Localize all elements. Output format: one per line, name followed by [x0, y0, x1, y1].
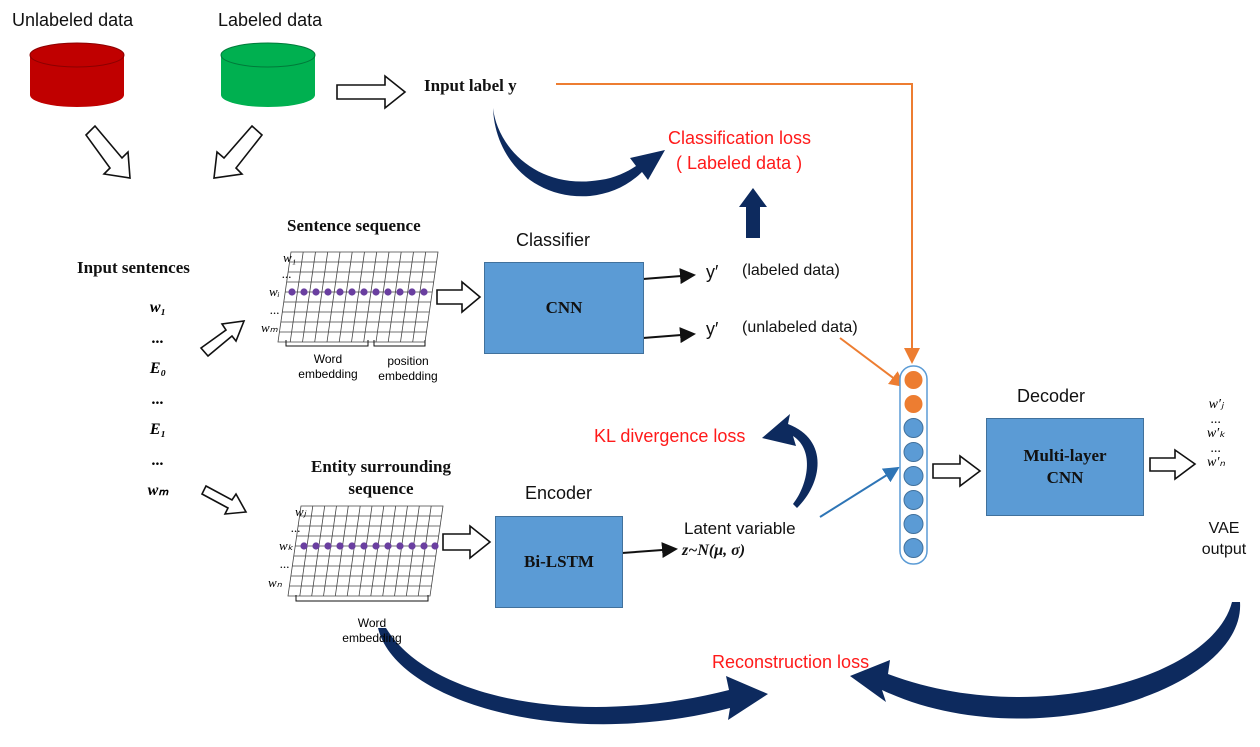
- output-arrows: [621, 268, 696, 559]
- sentence-sequence-grid: [277, 251, 439, 343]
- input-item: ...: [152, 390, 164, 408]
- latent-to-column-line: [819, 466, 900, 518]
- entity-row-label: ...: [291, 520, 301, 535]
- label-to-latent-line: [556, 83, 920, 388]
- bilstm-box: Bi-LSTM: [495, 516, 623, 608]
- vae-output-list: w′ⱼ ... w′ₖ ... w′ₙ: [1196, 397, 1236, 471]
- vae-output-item: w′ₖ: [1206, 426, 1226, 441]
- entity-row-label: wⱼ: [295, 504, 306, 519]
- latent-vector-column: [899, 365, 928, 565]
- vae-output-label: VAE output: [1201, 520, 1247, 558]
- input-item: ...: [152, 329, 164, 347]
- sentence-to-cnn-arrow: [436, 280, 482, 314]
- kl-loss-label: KL divergence loss: [594, 426, 746, 446]
- entity-word-embedding-label: Word embedding: [342, 616, 402, 645]
- sentence-sequence-title: Sentence sequence: [287, 216, 421, 235]
- multilayer-cnn-box: Multi-layer CNN: [986, 418, 1144, 516]
- unlabeled-data-title: Unlabeled data: [12, 10, 134, 30]
- vae-output-item: w′ⱼ: [1208, 397, 1224, 412]
- hollow-arrows: [84, 74, 1197, 560]
- y-labeled-desc: (labeled data): [742, 262, 840, 279]
- bilstm-box-label: Bi-LSTM: [524, 552, 594, 571]
- sentence-row-label: ...: [270, 302, 280, 317]
- entity-to-bilstm-arrow: [442, 524, 492, 560]
- vae-output-item: ...: [1210, 440, 1222, 456]
- latent-formula: z~N(μ, σ): [682, 542, 746, 559]
- entity-sequence-title: Entity surrounding sequence: [311, 457, 451, 498]
- input-item: E₀: [149, 360, 167, 377]
- classifier-label: Classifier: [516, 230, 591, 250]
- y-unlabeled-desc: (unlabeled data): [742, 319, 858, 336]
- encoder-label: Encoder: [525, 483, 593, 503]
- input-item: wₘ: [147, 482, 169, 499]
- input-item: w₁: [149, 299, 167, 316]
- sentence-row-label: w₁: [283, 250, 297, 265]
- labeled-down-arrow: [213, 124, 264, 179]
- cnn-box-label: CNN: [545, 298, 583, 317]
- input-sentences-title: Input sentences: [77, 258, 190, 277]
- y-labeled: y′: [706, 262, 719, 282]
- reconstruction-left-curve-arrow: [378, 628, 768, 725]
- input-to-sentence-arrow: [199, 320, 246, 358]
- entity-row-label: wₖ: [279, 538, 294, 553]
- input-to-entity-arrow: [200, 484, 248, 515]
- reconstruction-right-curve-arrow: [850, 602, 1241, 719]
- input-sentences-list: w₁ ... E₀ ... E₁ ... wₘ: [138, 293, 178, 507]
- sentence-row-label: wᵢ: [269, 284, 280, 299]
- cnn-box: CNN: [484, 262, 644, 354]
- y-unlabeled: y′: [706, 319, 719, 339]
- sentence-row-dots: [288, 288, 428, 296]
- classification-loss-sub: ( Labeled data ): [676, 153, 803, 173]
- classification-loss-label: Classification loss: [668, 128, 812, 148]
- labeled-to-label-arrow: [336, 74, 407, 110]
- unlabeled-database-icon: [29, 42, 125, 107]
- loss-curved-arrows: [378, 108, 1241, 725]
- entity-row-label: ...: [280, 556, 290, 571]
- latent-to-decoder-arrow: [932, 454, 982, 488]
- classification-up-arrow: [739, 188, 767, 238]
- unlabeled-down-arrow: [84, 124, 131, 179]
- decoder-to-output-arrow: [1149, 448, 1197, 481]
- input-item: ...: [152, 451, 164, 469]
- vae-output-item: w′ₙ: [1207, 455, 1225, 470]
- labeled-data-title: Labeled data: [218, 10, 323, 30]
- latent-variable-label: Latent variable: [684, 519, 796, 538]
- position-embedding-label: position embedding: [378, 354, 438, 383]
- reconstruction-loss-label: Reconstruction loss: [712, 652, 870, 672]
- sentence-embedding-brackets: [285, 340, 426, 347]
- entity-embedding-bracket: [295, 595, 429, 602]
- entity-row-label: wₙ: [268, 575, 282, 590]
- entity-sequence-grid: [287, 505, 444, 597]
- input-label-y: Input label y: [424, 76, 517, 95]
- decoder-label: Decoder: [1017, 386, 1086, 406]
- vae-output-item: ...: [1210, 411, 1222, 427]
- classification-curve-arrow: [493, 108, 665, 197]
- sentence-row-label: wₘ: [261, 320, 278, 335]
- entity-row-dots: [300, 542, 439, 550]
- labeled-database-icon: [220, 42, 316, 107]
- multilayer-cnn-box-label: Multi-layer CNN: [1023, 446, 1107, 487]
- word-embedding-label: Word embedding: [298, 352, 358, 381]
- kl-curve-arrow: [762, 414, 818, 508]
- input-item: E₁: [149, 421, 167, 438]
- sentence-row-label: ...: [282, 266, 292, 281]
